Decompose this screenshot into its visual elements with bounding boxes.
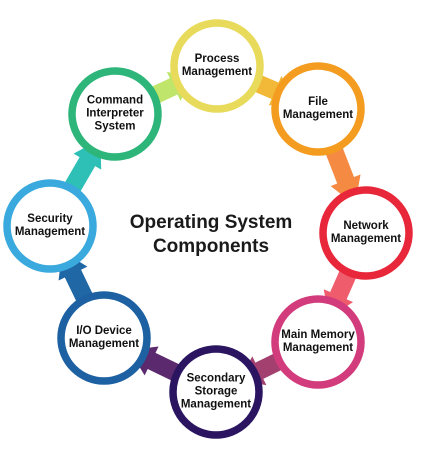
node-label-7-line-1: Security [27,213,73,225]
node-label-8-line-1: Command [86,94,144,107]
node-label-8-line-3: System [94,120,136,133]
center-title-line-2: Components [152,236,270,257]
node-label-6-line-2: Management [68,338,140,350]
node-label-2-line-1: File [308,96,328,108]
node-label-5-line-2: Storage [194,385,238,398]
node-label-7-line-2: Management [14,226,86,238]
node-label-5-line-3: Management [180,398,252,411]
center-title: Operating System Components [111,211,311,259]
node-label-3-line-1: Network [343,220,389,232]
node-label-8-line-2: Interpreter [86,107,144,120]
node-circle-5 [169,345,263,439]
node-label-6-line-1: I/O Device [76,325,132,337]
node-circle-1 [170,19,264,113]
node-label-4-line-1: Main Memory [281,329,355,341]
node-label-3-line-2: Management [330,233,402,245]
node-label-5-line-1: Secondary [186,372,246,385]
node-label-4-line-2: Management [282,342,354,354]
node-circle-2 [271,62,365,156]
node-circle-8 [68,67,162,161]
node-circle-6 [57,291,151,385]
node-label-1-line-1: Process [194,53,240,65]
node-circle-7 [3,179,97,273]
node-label-1-line-2: Management [181,66,253,78]
node-label-2-line-2: Management [282,109,354,121]
node-circle-4 [271,295,365,389]
center-title-line-1: Operating System [129,212,293,233]
node-circle-3 [319,186,413,280]
